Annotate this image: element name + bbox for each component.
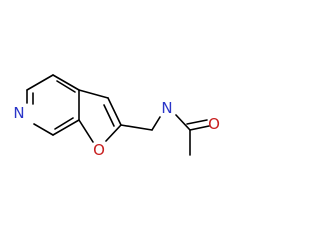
structure-canvas: N O N O (13, 74, 220, 159)
bond-ch2-n (151, 116, 161, 131)
bond-c3a-c3 (78, 89, 109, 99)
bond-c-c-top-inner (56, 80, 76, 93)
bond-c2-o (105, 124, 122, 142)
bond-c3-c2 (107, 97, 122, 126)
pyridine-ring (26, 74, 80, 136)
bond-c-o-double-b (186, 119, 208, 125)
pyridine-nitrogen-label: N (13, 104, 24, 122)
bond-c3-c2-inner (103, 104, 115, 127)
furan-oxygen-label: O (93, 141, 105, 159)
bond-c-c-lower-inner (54, 117, 74, 130)
acetamidomethyl-chain (120, 114, 210, 156)
carbonyl-oxygen-label: O (208, 115, 220, 133)
bond-c2-ch2 (120, 124, 153, 131)
bond-c-c-lower (52, 119, 80, 136)
bond-c-o-double-a (189, 125, 210, 131)
amide-nitrogen-label: N (161, 99, 172, 117)
bond-c-c-top (52, 74, 80, 91)
bond-o-c7a (78, 119, 94, 143)
furan-ring (78, 89, 122, 143)
bond-c-n-lower (33, 123, 54, 136)
bond-n-c-upper (26, 74, 54, 91)
bond-n-co (175, 114, 191, 131)
